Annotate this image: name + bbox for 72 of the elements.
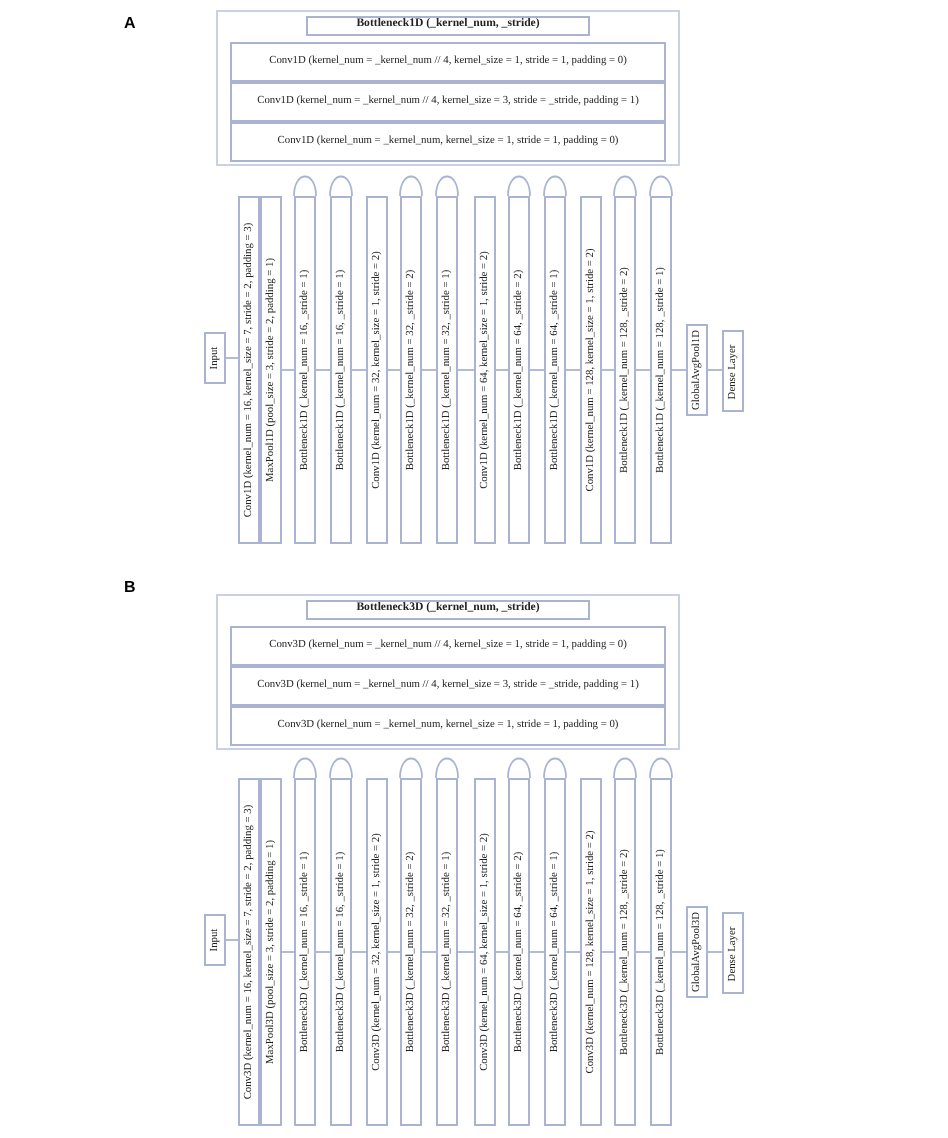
- layer-box: [238, 196, 260, 544]
- connector-line: [421, 951, 437, 953]
- connector-line: [635, 369, 651, 371]
- layer-box: [722, 330, 744, 412]
- layer-box: [230, 626, 666, 666]
- layer-box: [580, 778, 602, 1126]
- connector-line: [457, 369, 475, 371]
- layer-box: [722, 912, 744, 994]
- layer-box: [508, 778, 530, 1126]
- connector-line: [565, 369, 581, 371]
- connector-line: [601, 369, 615, 371]
- connector-line: [281, 369, 295, 371]
- title-box: [306, 16, 590, 36]
- connector-line: [671, 951, 687, 953]
- connector-line: [529, 369, 545, 371]
- connector-line: [351, 369, 367, 371]
- layer-box: [650, 196, 672, 544]
- layer-box: [260, 778, 282, 1126]
- layer-box: [366, 778, 388, 1126]
- layer-box: [580, 196, 602, 544]
- layer-box: [230, 706, 666, 746]
- layer-box: [230, 666, 666, 706]
- title-box: [306, 600, 590, 620]
- block-frame: [216, 594, 680, 750]
- connector-line: [315, 951, 331, 953]
- layer-box: [260, 196, 282, 544]
- layer-box: [544, 778, 566, 1126]
- layer-box: [544, 196, 566, 544]
- connector-line: [601, 951, 615, 953]
- layer-box: [330, 196, 352, 544]
- layer-box: [294, 778, 316, 1126]
- layer-box: [204, 914, 226, 966]
- panel-label: B: [124, 578, 136, 596]
- connector-line: [351, 951, 367, 953]
- layer-box: [686, 324, 708, 416]
- connector-line: [387, 951, 401, 953]
- panel-label: A: [124, 14, 136, 32]
- layer-box: [330, 778, 352, 1126]
- layer-box: [508, 196, 530, 544]
- layer-box: [400, 196, 422, 544]
- connector-line: [281, 951, 295, 953]
- layer-box: [474, 196, 496, 544]
- connector-line: [315, 369, 331, 371]
- layer-box: [474, 778, 496, 1126]
- layer-box: [650, 778, 672, 1126]
- connector-line: [495, 951, 509, 953]
- connector-line: [635, 951, 651, 953]
- connector-line: [225, 939, 239, 941]
- connector-line: [495, 369, 509, 371]
- layer-box: [230, 82, 666, 122]
- layer-box: [204, 332, 226, 384]
- layer-box: [294, 196, 316, 544]
- layer-box: [614, 196, 636, 544]
- connector-line: [225, 357, 239, 359]
- layer-box: [400, 778, 422, 1126]
- layer-box: [238, 778, 260, 1126]
- connector-line: [671, 369, 687, 371]
- layer-box: [230, 122, 666, 162]
- block-frame: [216, 10, 680, 166]
- layer-box: [614, 778, 636, 1126]
- connector-line: [565, 951, 581, 953]
- connector-line: [529, 951, 545, 953]
- layer-box: [686, 906, 708, 998]
- connector-line: [707, 369, 723, 371]
- connector-line: [457, 951, 475, 953]
- layer-box: [436, 778, 458, 1126]
- connector-line: [707, 951, 723, 953]
- layer-box: [230, 42, 666, 82]
- layer-box: [436, 196, 458, 544]
- connector-line: [387, 369, 401, 371]
- connector-line: [421, 369, 437, 371]
- layer-box: [366, 196, 388, 544]
